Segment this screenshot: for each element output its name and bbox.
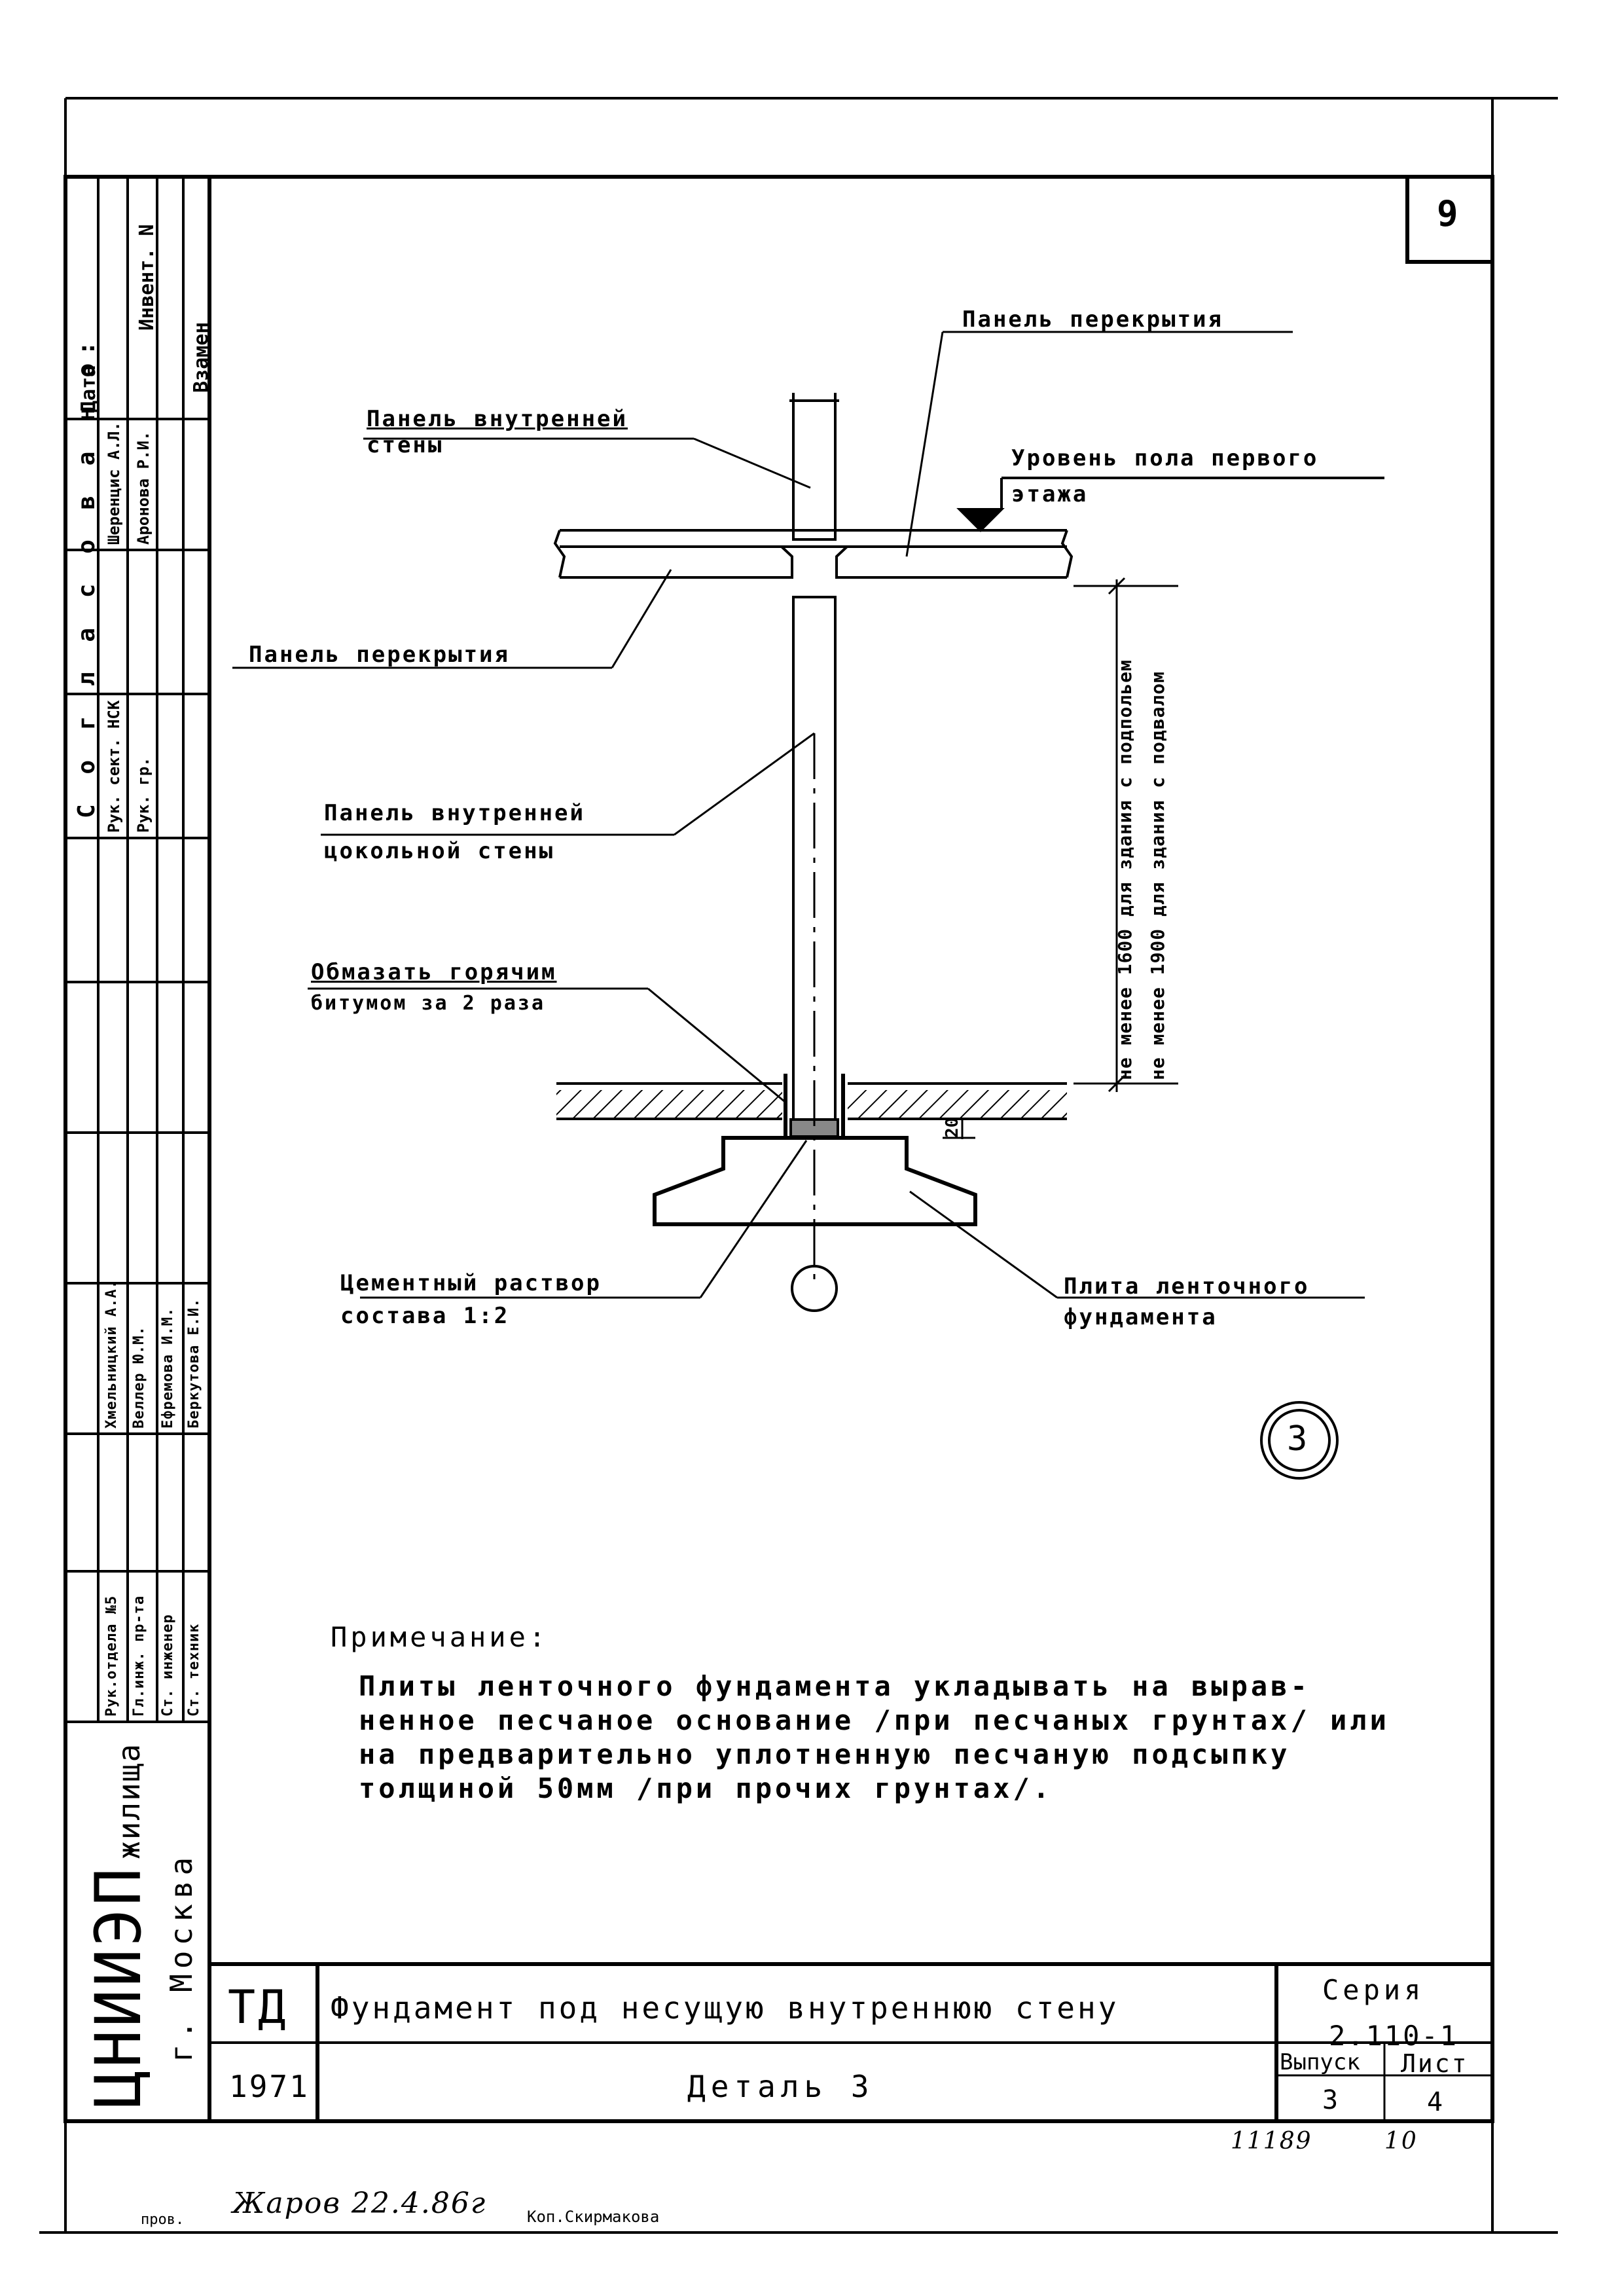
signatory-1: Шеренцис А.Л.: [105, 422, 123, 545]
footer-number-2: 10: [1384, 2128, 1418, 2155]
detail-marker: 3: [1287, 1419, 1310, 1459]
label-footing-1: Плита ленточного: [1064, 1273, 1310, 1300]
inventory-label: Инвент. N: [135, 224, 158, 331]
label-floor-level-2: этажа: [1011, 481, 1089, 507]
note-heading: Примечание:: [331, 1621, 549, 1653]
staff-role-4: Ст. техник: [186, 1623, 202, 1717]
staff-name-2: Веллер Ю.М.: [131, 1326, 147, 1429]
staff-name-1: Хмельницкий А.А.: [103, 1279, 120, 1429]
note-line: толщиной 50мм /при прочих грунтах/.: [359, 1772, 1053, 1804]
dimension-1600: не менее 1600 для здания с подпольем: [1114, 659, 1136, 1080]
label-inner-wall-1: Панель внутренней: [367, 406, 628, 432]
label-floor-level-1: Уровень пола первого: [1011, 445, 1319, 471]
sheet-label: Лист: [1401, 2049, 1469, 2078]
footer-number-1: 11189: [1231, 2128, 1312, 2155]
label-floor-panel-left: Панель перекрытия: [249, 642, 510, 668]
staff-role-3: Ст. инженер: [160, 1614, 176, 1717]
role-2: Рук. гр.: [134, 757, 153, 833]
label-bitumen-1: Обмазать горячим: [311, 959, 557, 985]
checked-label: пров.: [141, 2212, 185, 2228]
label-plinth-wall-1: Панель внутренней: [324, 800, 585, 826]
date-label: Дата: [77, 365, 100, 412]
label-bitumen-2: битумом за 2 раза: [311, 992, 546, 1015]
doc-title: Фундамент под несущую внутреннюю стену: [331, 1990, 1119, 2026]
label-plinth-wall-2: цокольной стены: [324, 838, 555, 864]
series-value: 2.110-1: [1329, 2020, 1459, 2052]
org-sub: жилища: [111, 1742, 147, 1859]
org-name: ЦНИИЭП: [82, 1865, 155, 2108]
label-mortar-2: состава 1:2: [340, 1303, 510, 1329]
copied-by: Коп.Скирмакова: [527, 2208, 660, 2226]
note-line: Плиты ленточного фундамента укладывать н…: [359, 1670, 1310, 1702]
staff-name-4: Беркутова Е.И.: [186, 1298, 202, 1429]
label-floor-panel-top: Панель перекрытия: [962, 306, 1223, 333]
issue-label: Выпуск: [1280, 2049, 1360, 2075]
signatory-2: Аронова Р.И.: [134, 431, 153, 545]
checker-signature: Жаров 22.4.86г: [232, 2187, 487, 2220]
staff-role-2: Гл.инж. пр-та: [131, 1595, 147, 1717]
doc-code: ТД: [228, 1980, 289, 2034]
label-footing-2: фундамента: [1064, 1304, 1218, 1330]
dimension-1900: не менее 1900 для здания с подвалом: [1147, 670, 1168, 1080]
drawing-frame: [63, 175, 1494, 2123]
issue-value: 3: [1322, 2085, 1341, 2115]
note-body: Плиты ленточного фундамента укладывать н…: [359, 1669, 1390, 1806]
label-inner-wall-2: стены: [367, 432, 444, 458]
staff-role-1: Рук.отдела №5: [103, 1595, 120, 1717]
dimension-20: 20: [943, 1117, 962, 1138]
series-label: Серия: [1322, 1974, 1425, 2006]
sheet-value: 4: [1427, 2087, 1445, 2117]
vzamen-label: Взамен: [190, 321, 213, 393]
note-line: ненное песчаное основание /при песчаных …: [359, 1704, 1390, 1736]
sheet-number: 9: [1437, 193, 1460, 234]
label-mortar-1: Цементный раствор: [340, 1270, 602, 1296]
note-line: на предварительно уплотненную песчаную п…: [359, 1738, 1291, 1770]
role-1: Рук. сект. НСК: [105, 700, 123, 833]
doc-subtitle: Деталь 3: [687, 2069, 875, 2104]
staff-name-3: Ефремова И.М.: [160, 1307, 176, 1429]
doc-year: 1971: [229, 2069, 310, 2104]
org-city: г. Москва: [164, 1851, 199, 2062]
